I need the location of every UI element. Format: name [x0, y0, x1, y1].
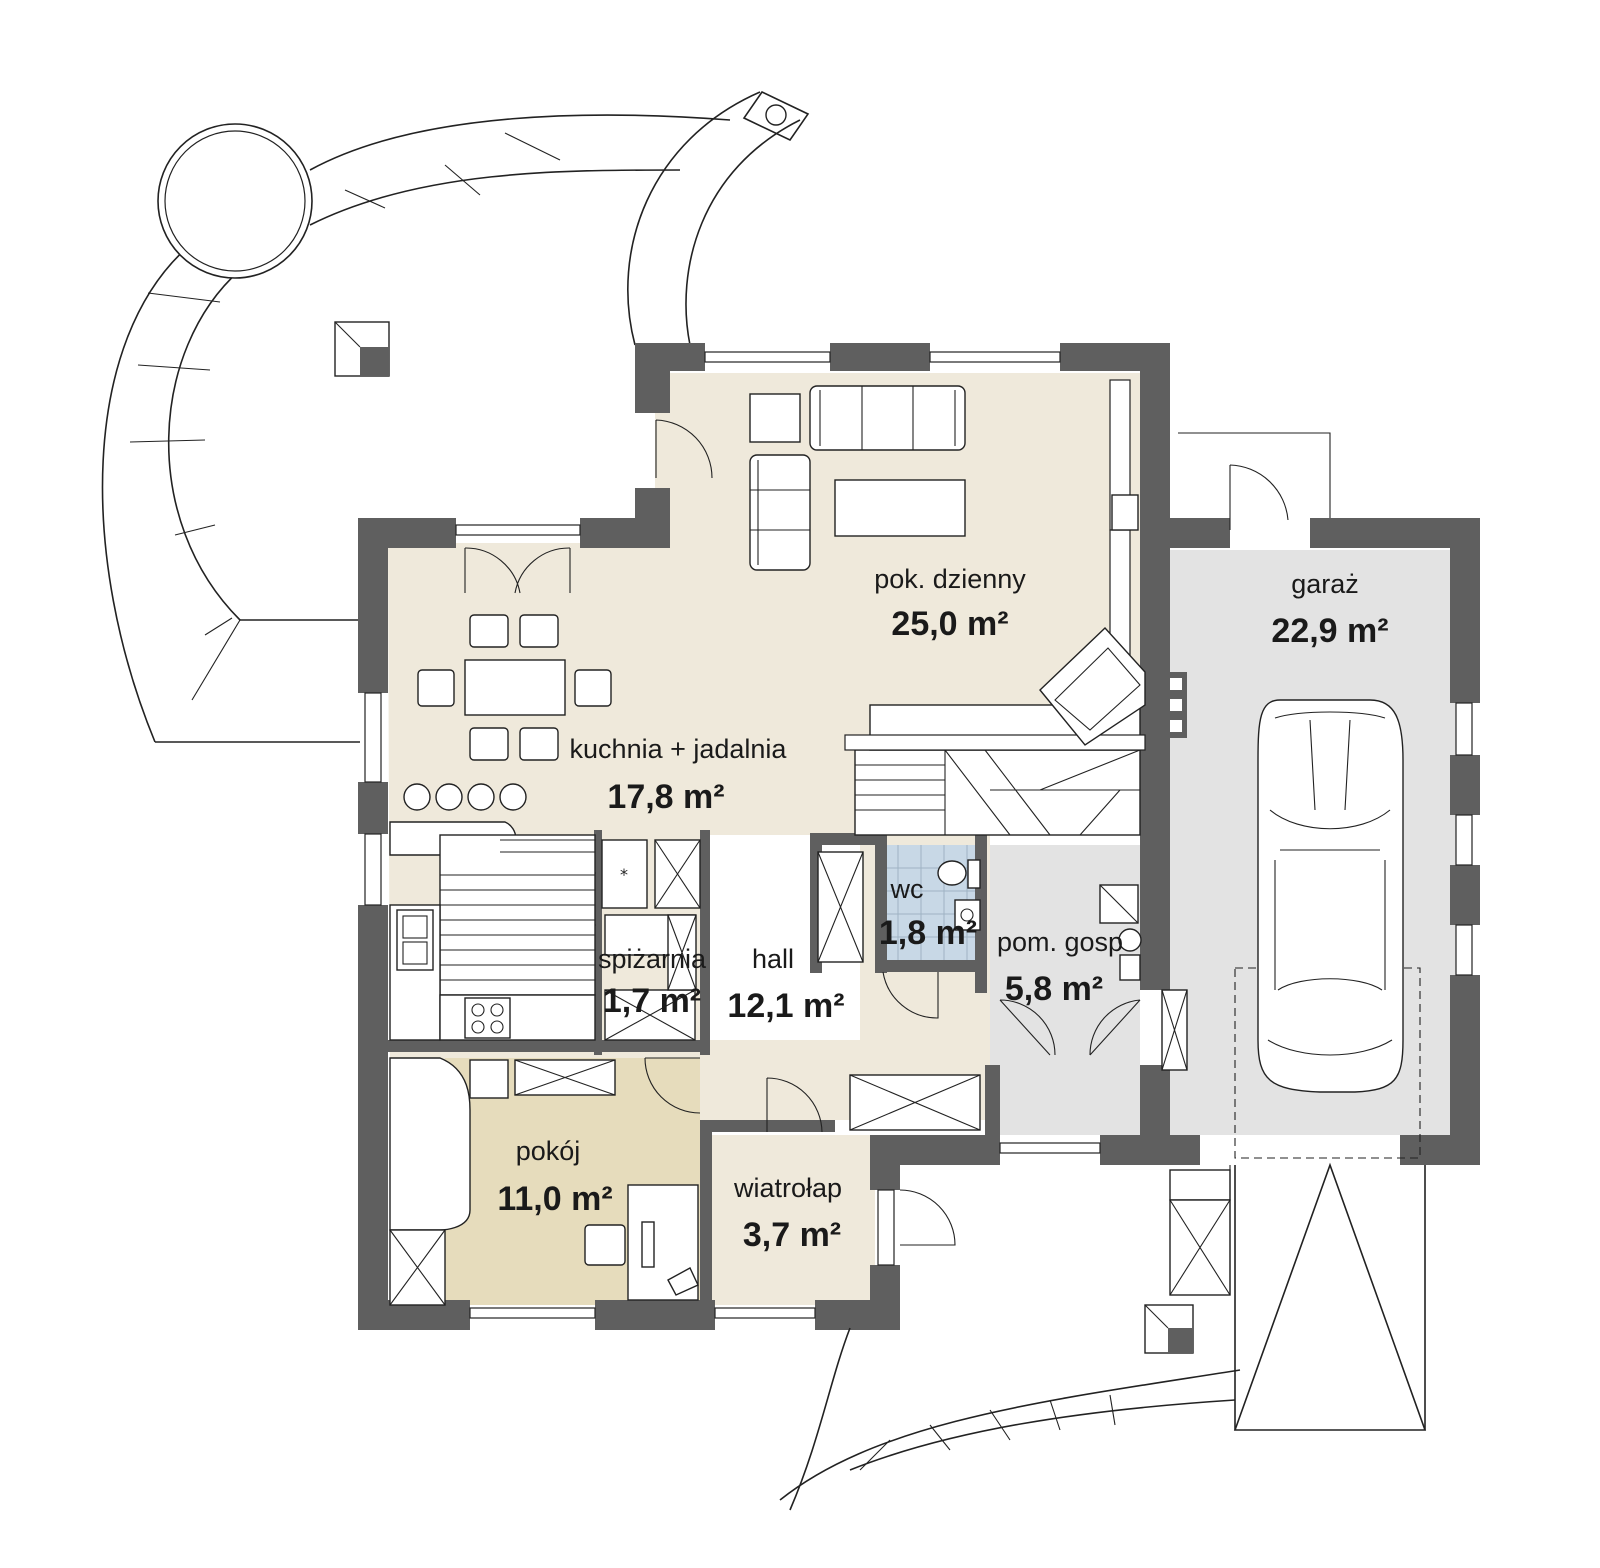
room-area-vestibule: 3,7 m²	[743, 1216, 841, 1254]
room-area-wc: 1,8 m²	[879, 914, 977, 952]
kitchen-units: *	[389, 821, 701, 1041]
armchair	[1039, 626, 1146, 746]
entrance-terrace	[779, 1162, 1427, 1511]
staircase	[844, 704, 1146, 836]
bedroom-furniture	[389, 1057, 699, 1306]
room-area-garage: 22,9 m²	[1271, 612, 1388, 650]
svg-text:*: *	[620, 865, 628, 884]
room-area-living: 25,0 m²	[891, 605, 1008, 643]
room-name-utility: pom. gosp	[997, 927, 1123, 957]
windows	[364, 351, 1473, 1319]
ventilation-boxes	[1165, 672, 1187, 738]
lamp-post	[765, 104, 787, 126]
utility-fixtures	[1099, 884, 1188, 1071]
room-name-wc: wc	[890, 874, 924, 904]
chimney-right	[1144, 1304, 1194, 1354]
terrace-left	[101, 90, 810, 743]
room-name-hall: hall	[752, 944, 794, 974]
room-area-kitchen: 17,8 m²	[607, 778, 724, 816]
hall-wardrobes	[817, 851, 981, 1131]
corner-sofa	[749, 454, 811, 571]
fireplace	[1111, 494, 1139, 531]
room-name-living: pok. dzienny	[874, 564, 1026, 594]
pantry-shelves	[604, 914, 697, 1041]
chimney-left	[334, 321, 390, 377]
sink	[396, 909, 434, 971]
vestibule-floor	[710, 1135, 875, 1305]
room-name-room: pokój	[516, 1136, 581, 1166]
round-planter	[157, 123, 313, 279]
room-name-kitchen: kuchnia + jadalnia	[570, 734, 788, 764]
room-labels: pok. dzienny 25,0 m² garaż 22,9 m² kuchn…	[497, 564, 1388, 1254]
sofa	[749, 385, 966, 451]
wc-fixtures	[937, 859, 981, 931]
room-area-room: 11,0 m²	[497, 1180, 612, 1218]
dining-set	[417, 614, 612, 761]
coffee-table	[834, 479, 966, 537]
room-name-pantry: spiżarnia	[598, 944, 707, 974]
room-name-vestibule: wiatrołap	[733, 1173, 842, 1203]
stove	[464, 997, 511, 1039]
car	[1234, 699, 1421, 1159]
room-area-pantry: 1,7 m²	[603, 982, 701, 1020]
room-area-utility: 5,8 m²	[1005, 970, 1103, 1008]
room-area-hall: 12,1 m²	[727, 987, 844, 1025]
room-name-garage: garaż	[1291, 569, 1359, 599]
bar-stools	[403, 783, 527, 811]
walls	[358, 343, 1480, 1330]
